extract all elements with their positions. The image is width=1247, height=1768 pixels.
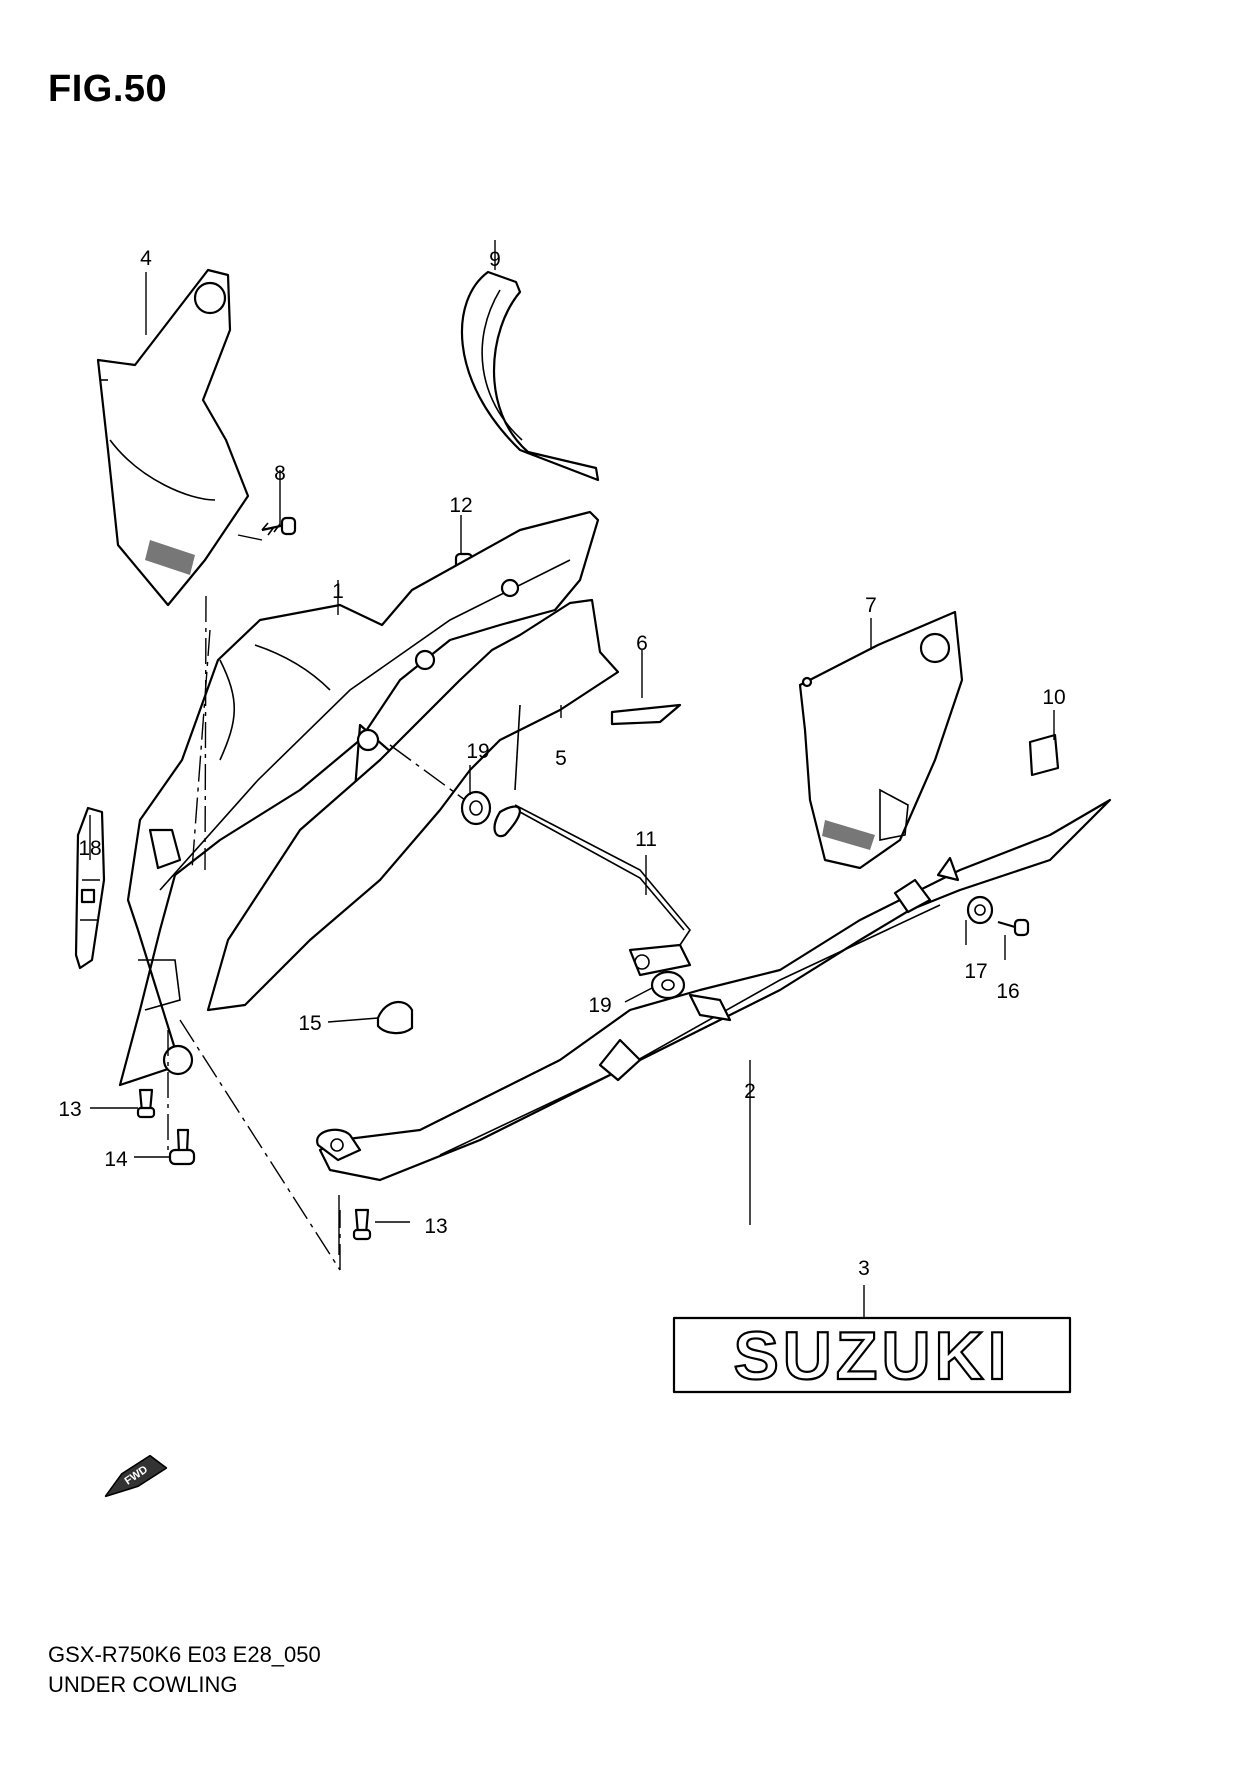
callout-4: 4 — [140, 247, 152, 270]
callout-5: 5 — [555, 747, 567, 770]
part-19-grommet-lower — [650, 970, 686, 1000]
part-5-side-panel — [206, 598, 620, 1012]
callout-16: 16 — [996, 980, 1019, 1003]
part-18-clip — [74, 806, 106, 970]
callout-17: 17 — [964, 960, 987, 983]
emblem-text: SUZUKI — [733, 1318, 1010, 1394]
part-10-pad — [1028, 733, 1060, 777]
model-code: GSX-R750K6 E03 E28_050 — [48, 1642, 321, 1667]
callout-1: 1 — [332, 580, 344, 603]
part-19-grommet-upper — [460, 790, 492, 826]
part-13-clip-left — [136, 1088, 156, 1119]
part-2-brace — [316, 798, 1112, 1182]
part-4-inner-panel — [96, 268, 250, 607]
callout-13-bottom: 13 — [424, 1215, 447, 1238]
callout-12: 12 — [449, 494, 472, 517]
callout-13-left: 13 — [58, 1098, 81, 1121]
part-13-clip-bottom — [352, 1208, 372, 1241]
part-8-screw — [261, 516, 297, 536]
callout-2: 2 — [744, 1080, 756, 1103]
callout-7: 7 — [865, 594, 877, 617]
callout-14: 14 — [104, 1148, 128, 1171]
callout-labels: 1 2 3 4 5 6 7 8 9 10 11 12 13 13 14 15 1… — [58, 247, 1065, 1280]
leader-lines — [89, 240, 1055, 1318]
part-11-bracket — [493, 804, 692, 977]
callout-11: 11 — [635, 828, 657, 851]
callout-18: 18 — [78, 837, 101, 860]
callout-10: 10 — [1042, 686, 1065, 709]
part-14-rivet — [168, 1128, 196, 1166]
section-name: UNDER COWLING — [48, 1672, 238, 1697]
part-7-inner-panel — [798, 610, 964, 870]
callout-8: 8 — [274, 462, 286, 485]
part-9-strip — [460, 270, 600, 482]
part-16-screw — [997, 918, 1030, 937]
part-6-pad — [610, 703, 682, 726]
callout-15: 15 — [298, 1012, 321, 1035]
fwd-arrow-icon: FWD — [104, 1454, 168, 1498]
callout-19-upper: 19 — [466, 740, 489, 763]
callout-19-lower: 19 — [588, 994, 611, 1017]
callout-9: 9 — [489, 248, 501, 271]
part-15-grommet — [376, 1000, 414, 1035]
callout-3: 3 — [858, 1257, 870, 1280]
part-17-grommet — [966, 895, 994, 925]
part-3-emblem: SUZUKI — [672, 1316, 1072, 1395]
callout-6: 6 — [636, 632, 648, 655]
figure-title: FIG.50 — [48, 68, 168, 110]
